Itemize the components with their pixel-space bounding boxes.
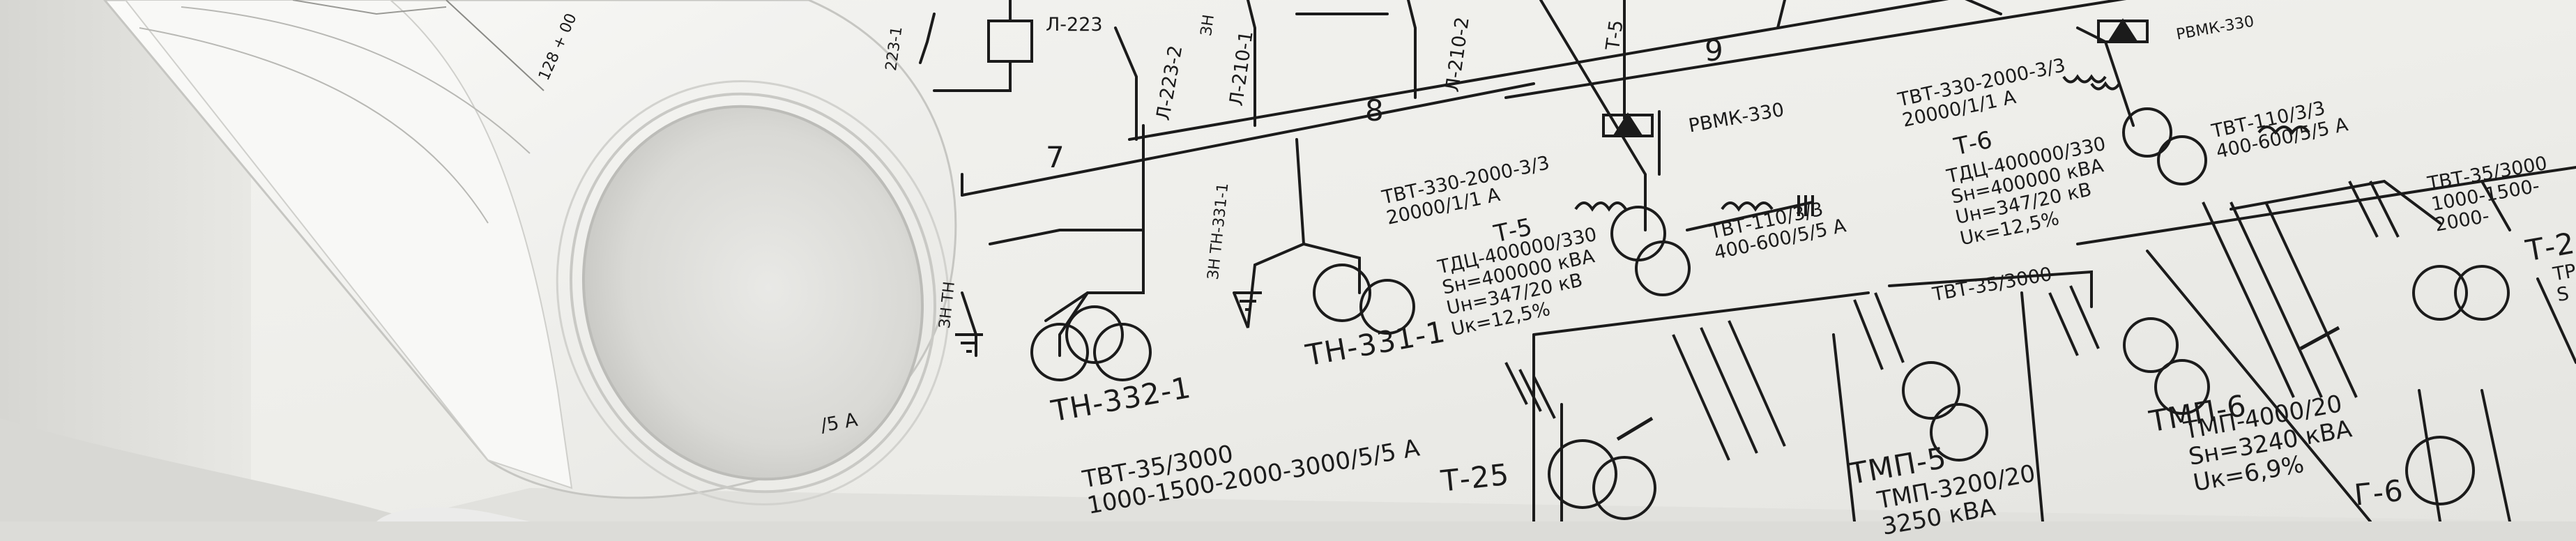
paper-roll [0, 0, 957, 521]
bus-label-7: 7 [1046, 140, 1065, 174]
roll-hollow [581, 105, 924, 481]
bus-label-9: 9 [1705, 33, 1724, 68]
schematic-lines [919, 0, 2576, 521]
transformers [1030, 107, 2510, 520]
bus-8 [1128, 0, 1949, 141]
label-l223: Л-223 [1046, 14, 1103, 36]
ct-coils [1504, 74, 2400, 461]
schematic-photo [0, 0, 2576, 521]
label-g6: Г-6 [2352, 473, 2405, 512]
bus-7 [961, 82, 1535, 197]
bottom-edge [390, 488, 2576, 521]
label-t25: Т-25 [1439, 457, 1511, 498]
bus-9 [1504, 0, 2127, 99]
label-t5-top: Т-5 [1602, 18, 1628, 52]
label-zn-a: ЗН [1198, 13, 1219, 38]
arresters [1602, 18, 2340, 441]
ground-symbols [955, 195, 1814, 353]
label-t6: Т-6 [1951, 125, 1995, 162]
bus-label-8: 8 [1365, 93, 1385, 128]
